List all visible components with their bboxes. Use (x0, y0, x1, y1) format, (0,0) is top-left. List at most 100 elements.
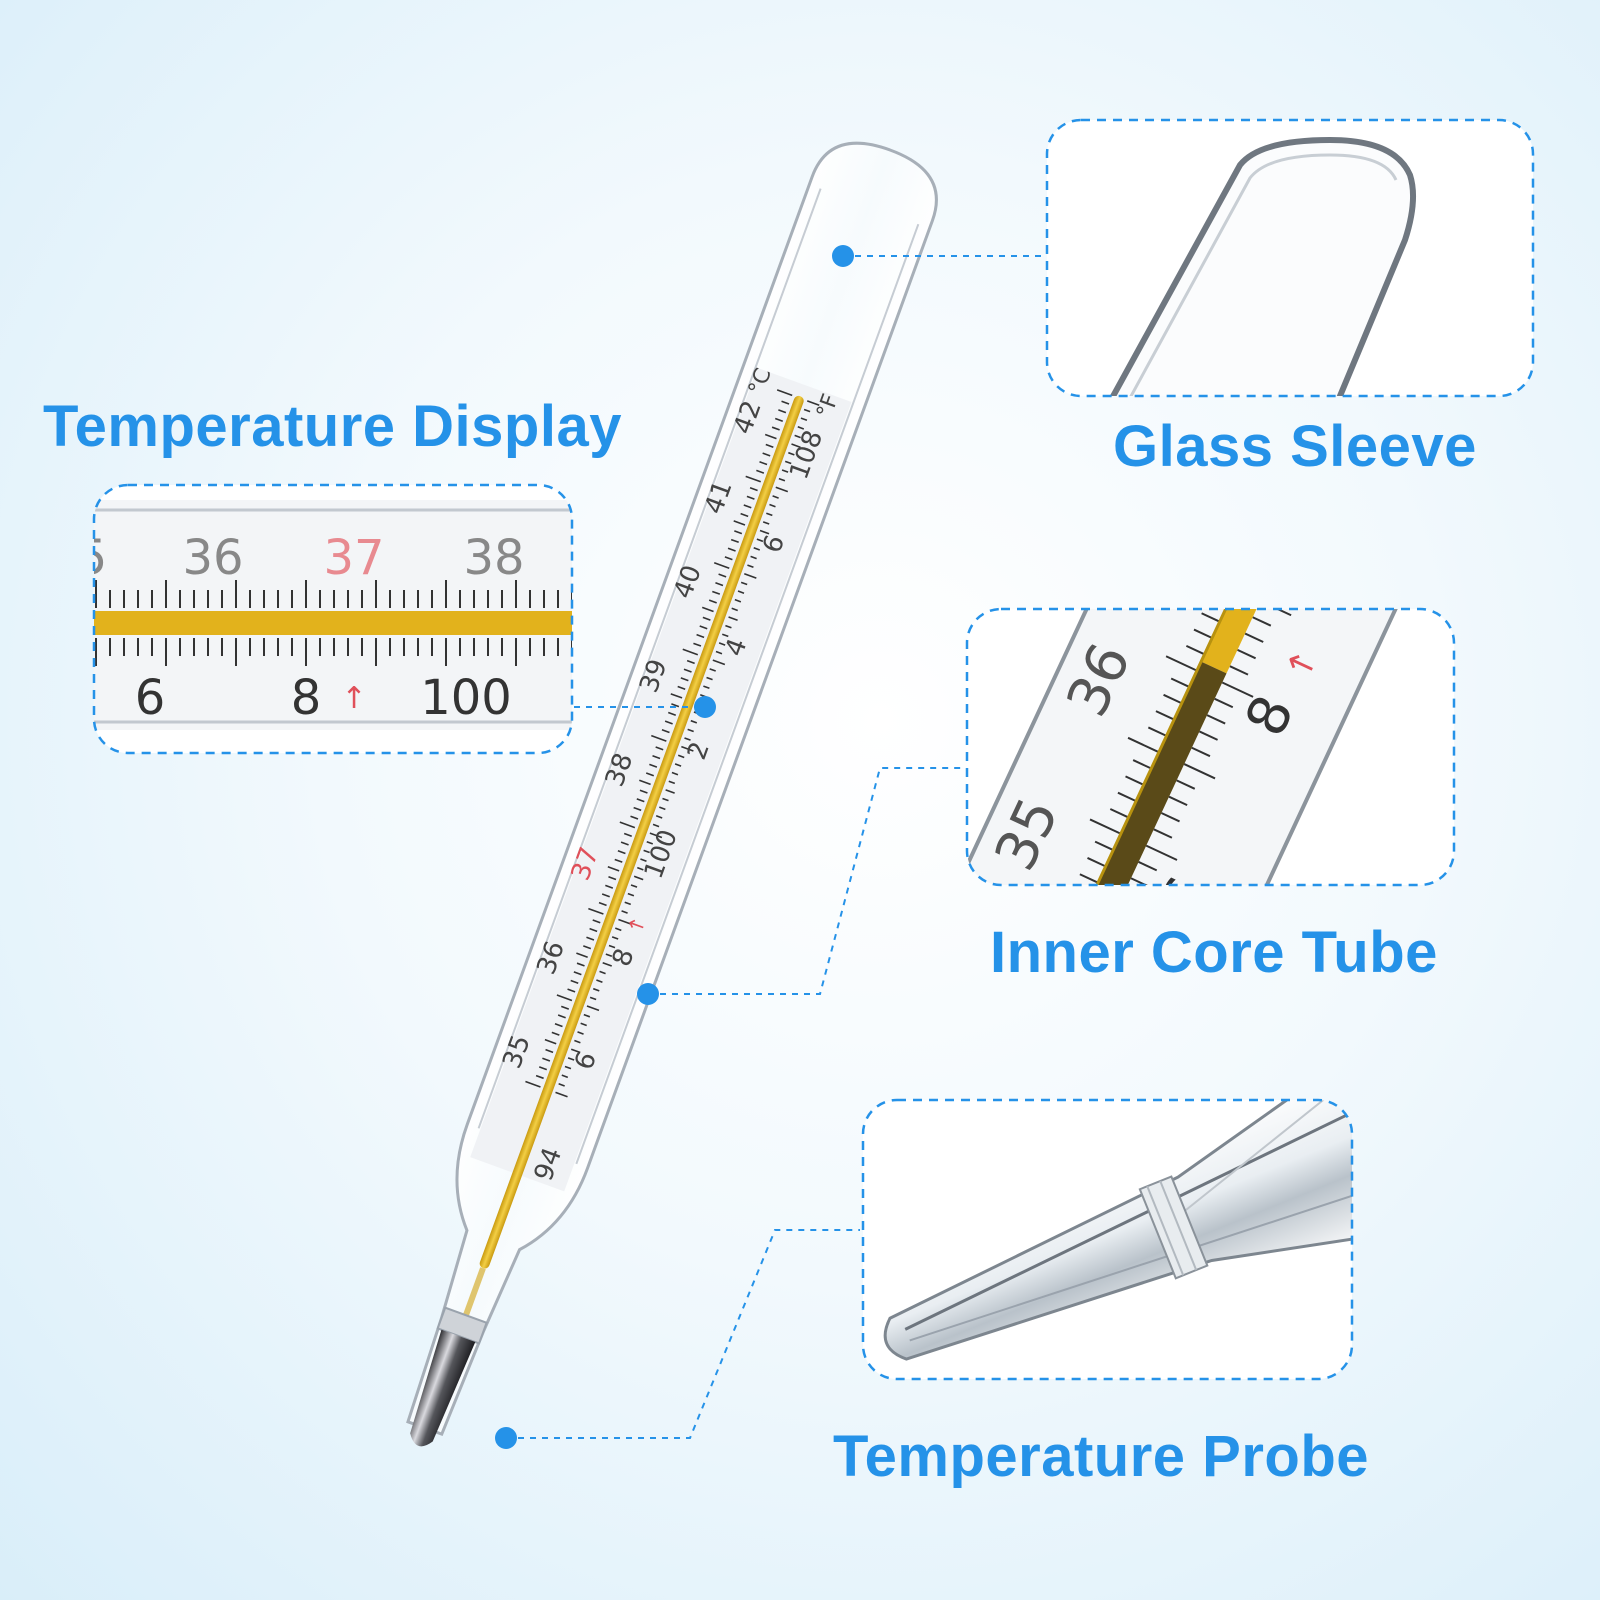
scale-tick (556, 994, 573, 1002)
scale-tick (788, 451, 795, 456)
zoom-core-tick (1130, 877, 1150, 885)
scale-tick (649, 763, 658, 768)
zoom-temperature-display: 5 36 37 38 6 8 ↑ 100 (77, 483, 574, 755)
scale-tick (784, 460, 792, 465)
scale-tick (764, 433, 777, 440)
scale-tick (636, 798, 645, 803)
zoom-core-tick (1229, 665, 1249, 676)
scale-tick (715, 650, 723, 655)
scale-tick (765, 443, 774, 448)
zoom-core-tick (1165, 655, 1198, 672)
scale-tick (538, 1066, 548, 1071)
scale-tick (712, 659, 726, 666)
scale-tick (643, 849, 650, 854)
zoom-core-tick (1155, 710, 1175, 721)
zoom-core-tick (1244, 632, 1264, 643)
zoom-core-tick (1109, 808, 1129, 819)
zoom-core-tick (1291, 536, 1309, 544)
scale-tick (557, 1014, 566, 1019)
scale-tick (639, 789, 648, 794)
scale-tick (535, 1074, 544, 1080)
scale-tick (778, 409, 787, 414)
scale-tick (525, 1080, 541, 1088)
scale-tick (734, 598, 742, 603)
scale-tick (671, 771, 679, 776)
scale-tick (747, 564, 754, 569)
zoom-core-tick (1252, 616, 1272, 627)
scale-tick (542, 1057, 551, 1062)
normal-arrow: ↑ (622, 913, 650, 937)
scale-tick (772, 495, 779, 499)
zoom-core-tick (1168, 795, 1188, 807)
zoom-core-tick (1078, 992, 1096, 1000)
scale-tick (599, 970, 606, 975)
scale-tick (661, 729, 670, 734)
scale-tick (744, 572, 757, 579)
scale-tick (576, 962, 585, 967)
scale-tick (709, 668, 716, 672)
zoom-c-label-35: 5 (77, 530, 108, 586)
zoom-f-label-100: 100 (420, 670, 512, 726)
scale-tick (699, 625, 708, 630)
scale-tick (721, 633, 729, 638)
zoom-core-tick (1185, 644, 1205, 656)
scale-tick (706, 676, 713, 681)
scale-tick (586, 936, 595, 941)
scale-tick (701, 606, 714, 613)
scale-tick (671, 703, 680, 708)
callout-dots (495, 245, 854, 1449)
scale-tick (778, 477, 786, 482)
scale-tick (771, 426, 780, 431)
scale-tick (703, 685, 710, 690)
zoom-core-tick (1232, 548, 1250, 556)
scale-tick (596, 979, 603, 983)
scale-tick (588, 907, 604, 915)
zoom-core-tick (1276, 568, 1294, 576)
scale-tick (630, 815, 639, 820)
label-temperature-probe: Temperature Probe (833, 1424, 1370, 1489)
scale-tick (756, 469, 765, 474)
scale-tick (766, 512, 773, 517)
scale-tick (665, 789, 675, 794)
scale-tick (583, 945, 592, 950)
zoom-core-tick (1183, 763, 1216, 780)
scale-tick (667, 711, 677, 716)
zoom-glass-sleeve (1045, 118, 1535, 398)
scale-tick (803, 408, 811, 413)
scale-tick (690, 719, 698, 724)
scale-tick (621, 910, 628, 914)
scale-tick (718, 642, 726, 646)
zoom-core-tick (1221, 681, 1254, 698)
zoom-core-tick (1163, 693, 1183, 705)
zoom-sleeve-frame (1045, 118, 1535, 398)
scale-tick (715, 582, 724, 587)
zoom-core-tick (1147, 726, 1167, 737)
scale-tick (573, 971, 582, 976)
scale-tick (753, 547, 761, 551)
zoom-f-label-96: 6 (135, 670, 166, 726)
scale-tick (567, 988, 576, 993)
zoom-core-tick (1079, 873, 1099, 884)
scale-tick (725, 624, 732, 629)
scale-tick (564, 1065, 572, 1070)
scale-tick (618, 918, 631, 925)
scale-tick (664, 720, 673, 725)
scale-tick (708, 599, 717, 604)
scale-tick (759, 529, 770, 535)
scale-tick (577, 1031, 584, 1035)
zoom-c-label-36: 36 (182, 530, 243, 586)
zoom-core-tick (1191, 746, 1211, 758)
scale-tick (731, 607, 738, 612)
scale-tick (733, 520, 746, 526)
scale-tick (746, 495, 755, 500)
scale-tick (640, 858, 647, 862)
scale-tick (574, 1039, 581, 1044)
scale-tick (750, 555, 757, 560)
scale-tick (682, 648, 699, 656)
scale-tick (608, 875, 617, 881)
scale-tick (668, 780, 676, 785)
zoom-core-tick (1237, 648, 1257, 660)
zoom-temperature-probe (861, 1098, 1354, 1381)
scale-tick (555, 1091, 568, 1098)
scale-tick (749, 486, 758, 492)
